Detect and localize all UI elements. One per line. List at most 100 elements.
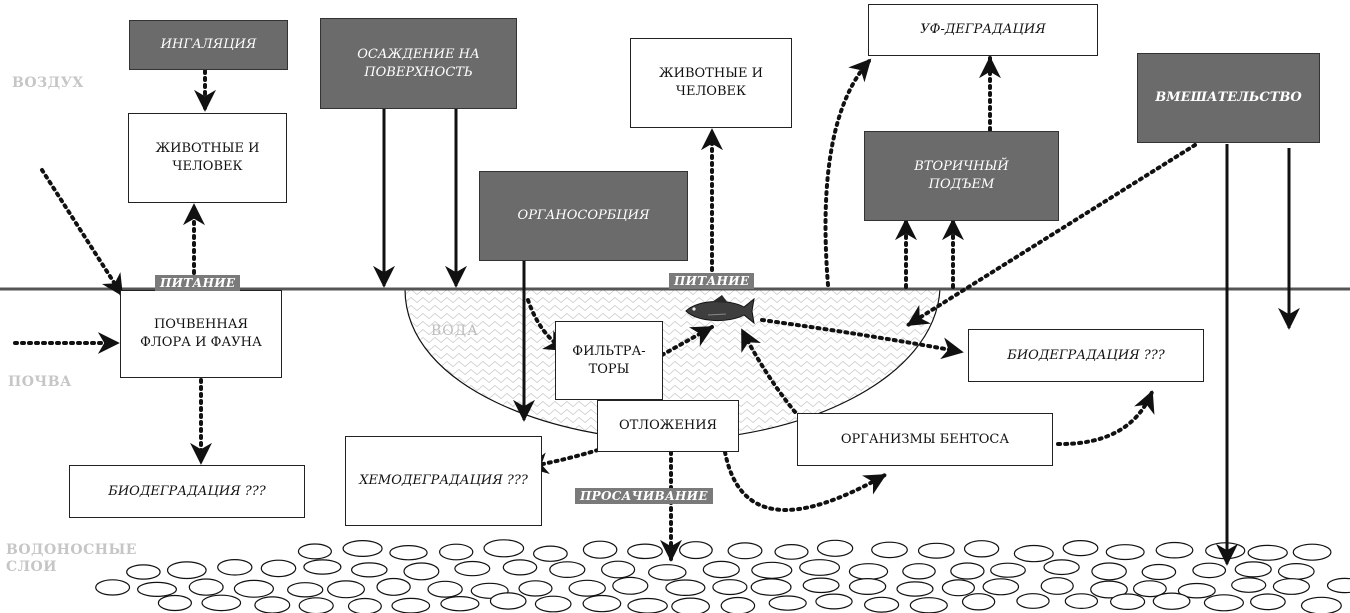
arrow-intervention-to-water — [906, 143, 1197, 327]
arrow-benthos-to-biodegradation — [1056, 390, 1155, 447]
pebble — [1231, 577, 1267, 593]
pebble — [440, 596, 480, 612]
pebble — [342, 539, 383, 557]
box-animals-humans-center: ЖИВОТНЫЕ И ЧЕЛОВЕК — [630, 38, 792, 128]
pebble — [298, 597, 334, 613]
arrow-to-uv — [823, 58, 872, 287]
pebble — [166, 561, 207, 580]
pebble — [303, 559, 342, 575]
pebble — [427, 580, 463, 598]
pebble — [201, 594, 242, 612]
pebble — [1155, 541, 1194, 559]
pebble — [1277, 563, 1315, 580]
arrow-sediments-to-benthos — [723, 450, 887, 512]
pebble — [627, 597, 668, 613]
box-sediments: ОТЛОЖЕНИЯ — [597, 400, 739, 452]
pebble — [489, 592, 527, 610]
pebble — [702, 560, 740, 579]
box-soil-flora-fauna-text: ПОЧВЕННАЯ ФЛОРА И ФАУНА — [140, 317, 262, 350]
box-secondary-rise: ВТОРИЧНЫЙ ПОДЪЕМ — [864, 131, 1059, 221]
pebble — [1292, 543, 1332, 561]
pebble — [871, 541, 908, 559]
pebble — [549, 561, 586, 578]
pebble — [376, 577, 411, 596]
tag-nutrition-left: ПИТАНИЕ — [155, 275, 241, 291]
pebble — [982, 578, 1020, 596]
box-animals-humans-center-text: ЖИВОТНЫЕ И ЧЕЛОВЕК — [659, 66, 763, 99]
pebble — [665, 579, 706, 596]
pebble — [727, 542, 763, 560]
box-biodegradation-right: БИОДЕГРАДАЦИЯ ??? — [968, 329, 1204, 382]
pebble — [896, 581, 934, 597]
box-filter-feeders: ФИЛЬТРА- ТОРЫ — [555, 321, 663, 400]
pebble — [1326, 577, 1350, 594]
pebble — [534, 595, 572, 613]
pebble — [1064, 593, 1099, 609]
pebble — [802, 577, 840, 594]
pebble — [1205, 542, 1246, 560]
pebble — [1192, 562, 1227, 579]
pebble — [627, 543, 663, 560]
box-inhalation-text: ИНГАЛЯЦИЯ — [160, 37, 257, 53]
pebble — [600, 560, 636, 579]
pebble — [1040, 577, 1074, 595]
pebble — [909, 597, 948, 613]
pebble — [768, 595, 807, 611]
pebble — [287, 582, 324, 598]
pebble — [1091, 562, 1127, 581]
pebble — [612, 576, 649, 595]
pebble — [863, 596, 900, 613]
pebble — [502, 559, 538, 576]
pebble — [533, 545, 568, 562]
box-biodegradation-right-text: БИОДЕГРАДАЦИЯ ??? — [1007, 347, 1165, 363]
box-surface-deposition: ОСАЖДЕНИЕ НА ПОВЕРХНОСТЬ — [320, 18, 517, 109]
pebble — [233, 579, 274, 598]
tag-seepage: ПРОСАЧИВАНИЕ — [575, 488, 713, 504]
pebble — [774, 544, 809, 560]
pebble — [260, 559, 297, 578]
pebble — [389, 545, 428, 561]
pebble — [347, 597, 382, 613]
pebble — [391, 597, 431, 613]
pebble — [848, 577, 887, 595]
box-intervention: ВМЕШАТЕЛЬСТВО — [1137, 53, 1320, 143]
pebble — [327, 580, 366, 599]
box-secondary-rise-text: ВТОРИЧНЫЙ ПОДЪЕМ — [914, 159, 1009, 192]
pebble — [254, 596, 291, 613]
pebble — [671, 597, 710, 613]
box-animals-humans-left-text: ЖИВОТНЫЕ И ЧЕЛОВЕК — [155, 141, 260, 174]
box-surface-deposition-text: ОСАЖДЕНИЕ НА ПОВЕРХНОСТЬ — [357, 46, 480, 80]
pebble — [917, 542, 955, 559]
box-chemodegradation: ХЕМОДЕГРАДАЦИЯ ??? — [345, 436, 542, 526]
fish-icon — [685, 295, 755, 325]
box-organosorption: ОРГАНОСОРБЦИЯ — [479, 171, 688, 261]
box-animals-humans-left: ЖИВОТНЫЕ И ЧЕЛОВЕК — [128, 113, 287, 203]
box-biodegradation-left-text: БИОДЕГРАДАЦИЯ ??? — [108, 483, 266, 499]
pebble — [679, 541, 713, 560]
arrow-air-to-soil — [40, 168, 124, 297]
zone-air-label: ВОЗДУХ — [12, 75, 84, 91]
pebble — [941, 579, 976, 597]
pebble — [848, 563, 889, 580]
pebble — [1141, 563, 1177, 581]
tag-nutrition-center: ПИТАНИЕ — [669, 273, 755, 289]
arrow-fish-to-biodegradation — [760, 318, 964, 360]
pebble — [1132, 580, 1167, 598]
pebble — [582, 540, 618, 559]
pebble — [815, 593, 853, 610]
box-benthic-organisms-text: ОРГАНИЗМЫ БЕНТОСА — [840, 431, 1010, 447]
box-intervention-text: ВМЕШАТЕЛЬСТВО — [1155, 90, 1302, 106]
pebble — [518, 580, 553, 597]
pebble — [1090, 580, 1128, 599]
box-soil-flora-fauna: ПОЧВЕННАЯ ФЛОРА И ФАУНА — [120, 290, 282, 378]
pebble — [1043, 559, 1080, 576]
box-organosorption-text: ОРГАНОСОРБЦИЯ — [517, 208, 650, 224]
pebble — [137, 581, 178, 598]
pebble — [990, 562, 1026, 578]
zone-water-label: ВОДА — [431, 323, 479, 339]
pebble — [950, 562, 985, 580]
pebble — [439, 543, 474, 561]
pebble — [568, 579, 606, 597]
